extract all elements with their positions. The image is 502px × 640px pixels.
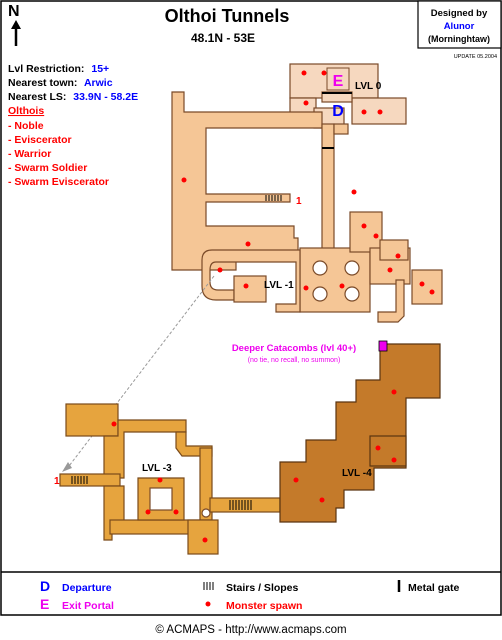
spawn-dot xyxy=(419,281,425,287)
link-line xyxy=(65,275,215,471)
spawn-dot xyxy=(391,457,397,463)
spawn-dot xyxy=(361,223,367,229)
spawn-dot xyxy=(321,70,327,76)
legend-departure-label: Departure xyxy=(62,582,112,594)
level-0-label: LVL 0 xyxy=(355,81,382,92)
town-value: Arwic xyxy=(84,77,113,89)
exit-portal-marker: E xyxy=(333,73,344,90)
spawn-dot xyxy=(145,509,151,515)
link-label: 1 xyxy=(54,476,60,487)
legend: D Departure E Exit Portal Stairs / Slope… xyxy=(40,578,460,612)
spawn-dot xyxy=(373,233,379,239)
svg-text:Lvl Restriction: 15+: Lvl Restriction: 15+ xyxy=(8,63,109,75)
spawn-dot xyxy=(429,289,435,295)
deeper-catacombs-title: Deeper Catacombs (lvl 40+) xyxy=(232,343,356,354)
monster-item: - Eviscerator xyxy=(8,134,72,146)
spawn-dot xyxy=(243,283,249,289)
spawn-dot xyxy=(387,267,393,273)
restriction-label: Lvl Restriction: xyxy=(8,63,84,75)
compass-icon: N xyxy=(8,3,21,46)
ls-value: 33.9N - 58.2E xyxy=(73,91,138,103)
level-4-label: LVL -4 xyxy=(342,468,372,479)
author-server: (Morninghtaw) xyxy=(428,34,490,44)
legend-exit-label: Exit Portal xyxy=(62,600,114,612)
spawn-dot xyxy=(351,189,357,195)
spawn-dot xyxy=(173,509,179,515)
town-label: Nearest town: xyxy=(8,77,77,89)
legend-exit-icon: E xyxy=(40,596,49,612)
legend-spawn-label: Monster spawn xyxy=(226,600,302,612)
monsters-title: Olthois xyxy=(8,105,44,117)
deeper-catacombs-note: (no tie, no recall, no summon) xyxy=(248,357,341,364)
spawn-dot xyxy=(202,537,208,543)
spawn-dot xyxy=(395,253,401,259)
spawn-dot xyxy=(391,389,397,395)
spawn-dot xyxy=(361,109,367,115)
legend-stairs-label: Stairs / Slopes xyxy=(226,582,299,594)
map-coordinates: 48.1N - 53E xyxy=(191,31,255,45)
stairs-icon xyxy=(203,582,214,590)
spawn-dot xyxy=(217,267,223,273)
ls-label: Nearest LS: xyxy=(8,91,66,103)
map-title: Olthoi Tunnels xyxy=(165,6,290,26)
level-1-area: LVL -1 1 xyxy=(171,91,443,323)
monster-item: - Swarm Eviscerator xyxy=(8,176,109,188)
legend-gate-label: Metal gate xyxy=(408,582,460,594)
level-3-area: LVL -3 1 xyxy=(54,403,281,555)
spawn-dot xyxy=(111,421,117,427)
spawn-dot xyxy=(303,285,309,291)
departure-marker: D xyxy=(332,103,344,120)
spawn-dot xyxy=(301,70,307,76)
designer-box: Designed by Alunor (Morninghtaw) xyxy=(417,0,502,49)
restriction-value: 15+ xyxy=(91,63,109,75)
update-date: UPDATE 05.2004 xyxy=(454,54,497,60)
footer-copyright: © ACMAPS - http://www.acmaps.com xyxy=(155,624,346,636)
svg-text:Nearest LS: 33.9N - 58.2: Nearest LS: 33.9N - 58.2E xyxy=(8,91,138,103)
level-4-area: LVL -4 xyxy=(279,340,441,523)
spawn-dot xyxy=(293,477,299,483)
link-label: 1 xyxy=(296,196,302,207)
spawn-dot xyxy=(245,241,251,247)
svg-text:N: N xyxy=(8,3,20,20)
spawn-dot xyxy=(303,100,309,106)
spawn-dot xyxy=(375,445,381,451)
map-frame xyxy=(0,0,502,616)
info-block: Lvl Restriction: 15+ Nearest town: Arwic… xyxy=(8,63,138,188)
monster-item: - Warrior xyxy=(8,148,51,160)
monster-item: - Swarm Soldier xyxy=(8,162,87,174)
level-1-label: LVL -1 xyxy=(264,280,294,291)
svg-text:Nearest town: Arwic: Nearest town: Arwic xyxy=(8,77,113,89)
designed-by-label: Designed by xyxy=(431,8,488,19)
spawn-dot xyxy=(181,177,187,183)
spawn-dot xyxy=(157,477,163,483)
deeper-portal-icon xyxy=(378,340,388,352)
spawn-dot xyxy=(319,497,325,503)
spawn-dot xyxy=(377,109,383,115)
monster-item: - Noble xyxy=(8,120,44,132)
spawn-dot xyxy=(339,283,345,289)
spawn-icon xyxy=(205,601,211,607)
author-name: Alunor xyxy=(444,21,475,32)
monster-spawns xyxy=(111,70,435,543)
level-3-label: LVL -3 xyxy=(142,463,172,474)
legend-departure-icon: D xyxy=(40,578,50,594)
